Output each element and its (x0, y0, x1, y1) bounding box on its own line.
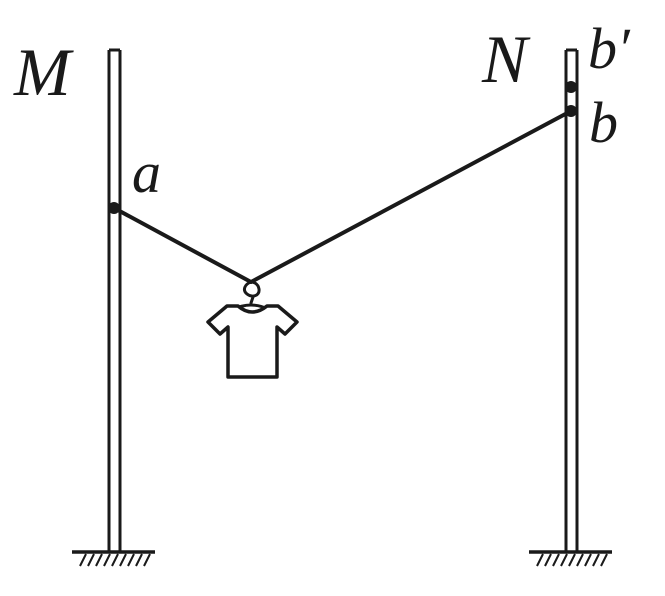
label-b: b (589, 90, 618, 155)
rope (113, 109, 572, 284)
hanger-hook-icon (242, 280, 261, 305)
label-a: a (132, 140, 161, 205)
label-b-prime: b′ (588, 16, 631, 81)
tshirt-icon (206, 304, 299, 379)
pole-n (564, 48, 579, 551)
ground-m (72, 550, 155, 567)
pole-m (107, 48, 122, 551)
ground-n (529, 550, 612, 567)
point-b-prime-dot (565, 81, 577, 93)
label-n: N (481, 21, 531, 97)
point-b-dot (565, 105, 577, 117)
label-m: M (13, 34, 74, 110)
point-a-dot (108, 202, 120, 214)
